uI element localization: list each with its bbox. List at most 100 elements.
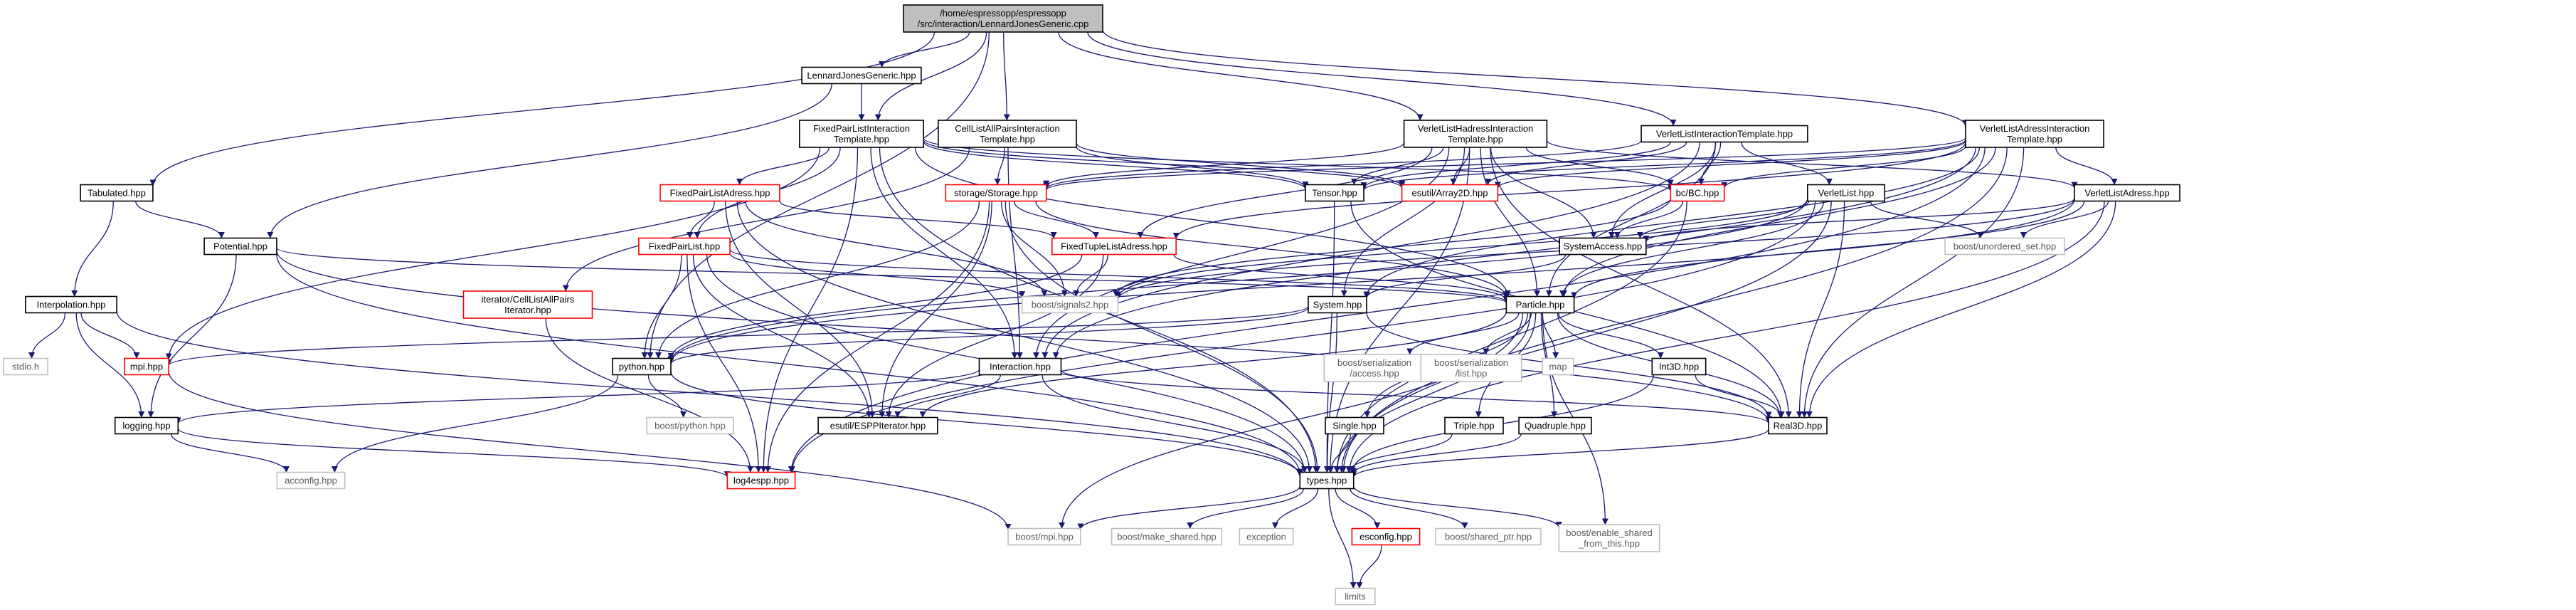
- node-label: log4espp.hpp: [733, 475, 789, 486]
- edge-system-to-python: [667, 307, 1309, 364]
- node-limits[interactable]: limits: [1335, 587, 1376, 606]
- edge-vlist-to-unordered: [1870, 201, 1984, 238]
- edge-fpl-to-particle: [729, 248, 1510, 303]
- node-label: Interpolation.hpp: [37, 300, 106, 310]
- node-acconfig[interactable]: acconfig.hpp: [276, 471, 346, 490]
- node-interaction[interactable]: Interaction.hpp: [978, 357, 1062, 376]
- node-logging[interactable]: logging.hpp: [114, 416, 179, 435]
- node-label: Template.hpp: [1448, 134, 1503, 144]
- node-vla[interactable]: VerletListAdress.hpp: [2074, 184, 2180, 202]
- edge-root-to-fpl-tpl: [874, 31, 987, 121]
- edge-vlh-tpl-to-vla: [1546, 140, 2078, 189]
- node-log4espp[interactable]: log4espp.hpp: [726, 471, 796, 490]
- node-label: Particle.hpp: [1516, 300, 1565, 310]
- edge-vl-tpl-to-vlist: [1741, 142, 1833, 185]
- node-ser-access[interactable]: boost/serialization/access.hpp: [1323, 354, 1426, 382]
- node-label: logging.hpp: [122, 421, 170, 431]
- node-vlist[interactable]: VerletList.hpp: [1807, 184, 1886, 202]
- node-stdio[interactable]: stdio.h: [3, 357, 48, 376]
- node-system[interactable]: System.hpp: [1308, 295, 1367, 314]
- edge-fpl-to-esppiter: [692, 254, 873, 418]
- node-label: stdio.h: [12, 362, 39, 372]
- node-tensor[interactable]: Tensor.hpp: [1305, 184, 1364, 202]
- node-mpi[interactable]: mpi.hpp: [124, 357, 169, 376]
- edge-interaction-to-logging: [175, 369, 980, 424]
- node-enable-shared[interactable]: boost/enable_shared_from_this.hpp: [1558, 524, 1660, 552]
- node-potential[interactable]: Potential.hpp: [203, 237, 277, 256]
- node-root[interactable]: /home/espressopp/espressopp/src/interact…: [903, 4, 1103, 33]
- node-esppiter[interactable]: esutil/ESPPIterator.hpp: [817, 416, 938, 435]
- edge-cell-tpl-to-interaction: [1007, 147, 1023, 359]
- node-label: esutil/ESPPIterator.hpp: [830, 421, 926, 431]
- node-fpl[interactable]: FixedPairList.hpp: [638, 237, 731, 256]
- node-ser-list[interactable]: boost/serialization/list.hpp: [1420, 354, 1522, 382]
- node-label: esconfig.hpp: [1359, 532, 1412, 542]
- node-box: [203, 237, 277, 256]
- node-box: [1299, 471, 1355, 490]
- node-particle[interactable]: Particle.hpp: [1505, 295, 1575, 314]
- edge-fpl-tpl-to-interaction: [870, 147, 1018, 359]
- node-esconfig[interactable]: esconfig.hpp: [1351, 527, 1421, 546]
- node-label: exception: [1246, 532, 1286, 542]
- node-boost-python[interactable]: boost/python.hpp: [646, 416, 734, 435]
- node-python[interactable]: python.hpp: [612, 357, 672, 376]
- node-shared-ptr[interactable]: boost/shared_ptr.hpp: [1435, 527, 1542, 546]
- node-label: LennardJonesGeneric.hpp: [807, 70, 916, 81]
- node-label: boost/enable_shared: [1566, 527, 1652, 538]
- node-storage[interactable]: storage/Storage.hpp: [945, 184, 1047, 202]
- edge-vl-tpl-to-array2d: [1485, 142, 1687, 185]
- edge-tabulated-to-potential: [135, 201, 225, 238]
- node-real3d[interactable]: Real3D.hpp: [1768, 416, 1828, 435]
- node-label: FixedPairListInteraction: [813, 123, 910, 134]
- node-label: limits: [1345, 591, 1366, 602]
- node-interp[interactable]: Interpolation.hpp: [25, 295, 117, 314]
- node-vl-tpl[interactable]: VerletListInteractionTemplate.hpp: [1641, 125, 1808, 143]
- node-boost-mpi[interactable]: boost/mpi.hpp: [1007, 527, 1081, 546]
- edge-logging-to-acconfig: [170, 433, 290, 473]
- node-triple[interactable]: Triple.hpp: [1444, 416, 1504, 435]
- node-single[interactable]: Single.hpp: [1325, 416, 1384, 435]
- node-int3d[interactable]: Int3D.hpp: [1651, 357, 1707, 376]
- node-box: [1308, 295, 1367, 314]
- node-exception[interactable]: exception: [1239, 527, 1294, 546]
- edge-storage-to-signals2: [1000, 201, 1068, 297]
- edge-vl-tpl-to-particle: [1545, 142, 1717, 297]
- node-ftla[interactable]: FixedTupleListAdress.hpp: [1051, 237, 1177, 256]
- node-box: [646, 416, 734, 435]
- edge-bc-to-signals2: [1113, 197, 1671, 297]
- edge-types-to-limits: [1328, 488, 1357, 589]
- node-label: FixedPairListAdress.hpp: [670, 188, 770, 199]
- node-label: boost/mpi.hpp: [1015, 532, 1074, 542]
- node-unordered[interactable]: boost/unordered_set.hpp: [1944, 237, 2065, 256]
- node-quadruple[interactable]: Quadruple.hpp: [1518, 416, 1592, 435]
- node-box: [1323, 354, 1426, 382]
- node-label: python.hpp: [619, 362, 664, 372]
- node-box: [1768, 416, 1828, 435]
- node-ljg[interactable]: LennardJonesGeneric.hpp: [801, 66, 922, 85]
- edge-storage-to-python: [654, 201, 980, 359]
- edge-fpla-to-fpl: [687, 201, 715, 238]
- edge-vlist-to-sysaccess: [1636, 201, 1810, 238]
- edge-storage-to-particle: [1035, 201, 1510, 298]
- edge-vlh-tpl-to-real3d: [1490, 147, 1792, 418]
- node-make-shared[interactable]: boost/make_shared.hpp: [1111, 527, 1223, 546]
- node-label: Tensor.hpp: [1312, 188, 1357, 199]
- node-label: VerletListInteractionTemplate.hpp: [1656, 129, 1793, 140]
- node-label: SystemAccess.hpp: [1564, 241, 1643, 252]
- node-label: Int3D.hpp: [1659, 362, 1699, 372]
- node-fpla[interactable]: FixedPairListAdress.hpp: [659, 184, 780, 202]
- node-bc[interactable]: bc/BC.hpp: [1670, 184, 1725, 202]
- node-sysaccess[interactable]: SystemAccess.hpp: [1559, 237, 1647, 256]
- edge-vlh-tpl-to-types: [1327, 147, 1470, 473]
- node-tabulated[interactable]: Tabulated.hpp: [80, 184, 154, 202]
- node-array2d[interactable]: esutil/Array2D.hpp: [1401, 184, 1499, 202]
- node-map[interactable]: map: [1542, 357, 1574, 376]
- node-types[interactable]: types.hpp: [1299, 471, 1355, 490]
- node-signals2[interactable]: boost/signals2.hpp: [1021, 295, 1119, 314]
- edge-interaction-to-esppiter: [894, 374, 1001, 418]
